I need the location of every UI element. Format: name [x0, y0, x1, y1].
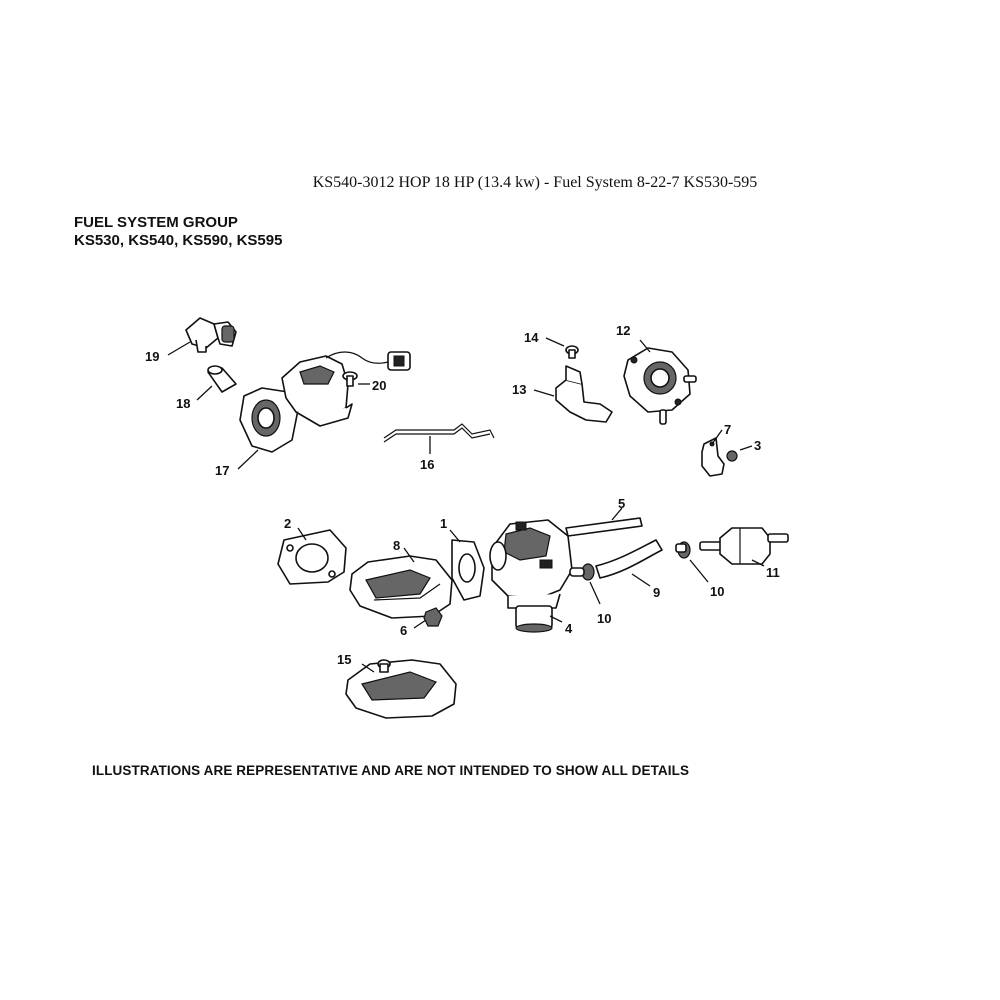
leader-8	[403, 547, 415, 563]
leader-10a	[589, 581, 601, 605]
part-6-nut[interactable]	[423, 607, 443, 627]
callout-11: 11	[766, 565, 780, 580]
callout-16: 16	[420, 457, 434, 472]
leader-13	[533, 389, 555, 397]
part-18-spacer[interactable]	[207, 365, 237, 393]
callout-8: 8	[393, 538, 400, 553]
leader-17	[237, 449, 259, 470]
leader-1	[449, 529, 461, 543]
callout-9: 9	[653, 585, 660, 600]
leader-12	[639, 339, 651, 353]
part-19-solenoid[interactable]	[185, 317, 237, 353]
leader-2	[297, 527, 307, 541]
part-7-clamp[interactable]	[701, 437, 725, 477]
callout-19: 19	[145, 349, 159, 364]
group-models: KS530, KS540, KS590, KS595	[74, 232, 283, 249]
callout-14: 14	[524, 330, 539, 345]
leader-15	[361, 663, 375, 673]
part-2-gasket[interactable]	[277, 529, 347, 585]
leader-10b	[689, 559, 709, 583]
part-11-fuel-filter[interactable]	[699, 527, 789, 565]
callout-7: 7	[724, 422, 731, 437]
part-10-hose-clamp-left[interactable]	[569, 563, 595, 581]
callout-12: 12	[616, 323, 630, 338]
leader-4	[549, 615, 563, 623]
part-5-stud[interactable]	[565, 517, 643, 537]
part-10-hose-clamp-right[interactable]	[675, 541, 691, 559]
part-17-fuel-assembly[interactable]	[239, 351, 411, 453]
part-8-intake-adapter[interactable]	[349, 555, 453, 619]
leader-7	[711, 429, 723, 445]
leader-14	[545, 337, 565, 347]
page-title: KS540-3012 HOP 18 HP (13.4 kw) - Fuel Sy…	[312, 174, 758, 191]
part-9-fuel-hose[interactable]	[595, 539, 663, 579]
callout-20: 20	[372, 378, 386, 393]
leader-9	[631, 573, 651, 587]
part-3-screw[interactable]	[726, 450, 738, 462]
leader-5	[611, 507, 623, 521]
part-16-bracket[interactable]	[383, 423, 495, 443]
group-name: FUEL SYSTEM GROUP	[74, 214, 238, 231]
callout-6: 6	[400, 623, 407, 638]
part-20-screw[interactable]	[342, 371, 358, 387]
callout-2: 2	[284, 516, 291, 531]
callout-13: 13	[512, 382, 526, 397]
callout-3: 3	[754, 438, 761, 453]
leader-19	[167, 341, 191, 356]
leader-11	[751, 559, 765, 567]
callout-10-right: 10	[710, 584, 724, 599]
part-1-gasket[interactable]	[451, 539, 485, 601]
leader-18	[196, 385, 213, 401]
callout-4: 4	[565, 621, 573, 636]
callout-18: 18	[176, 396, 190, 411]
disclaimer-note: ILLUSTRATIONS ARE REPRESENTATIVE AND ARE…	[92, 763, 690, 778]
leader-6	[413, 619, 427, 629]
callout-1: 1	[440, 516, 447, 531]
part-4-carburetor[interactable]	[489, 519, 573, 633]
part-14-screw[interactable]	[565, 345, 579, 359]
callout-15: 15	[337, 652, 351, 667]
part-12-fuel-pump[interactable]	[623, 347, 697, 425]
part-15-intake-adapter[interactable]	[345, 659, 457, 719]
group-heading: FUEL SYSTEM GROUP KS530, KS540, KS590, K…	[74, 214, 282, 250]
leader-3	[739, 445, 753, 451]
callout-5: 5	[618, 496, 625, 511]
callout-17: 17	[215, 463, 229, 478]
part-13-pump-bracket[interactable]	[555, 365, 613, 423]
callout-10-left: 10	[597, 611, 611, 626]
